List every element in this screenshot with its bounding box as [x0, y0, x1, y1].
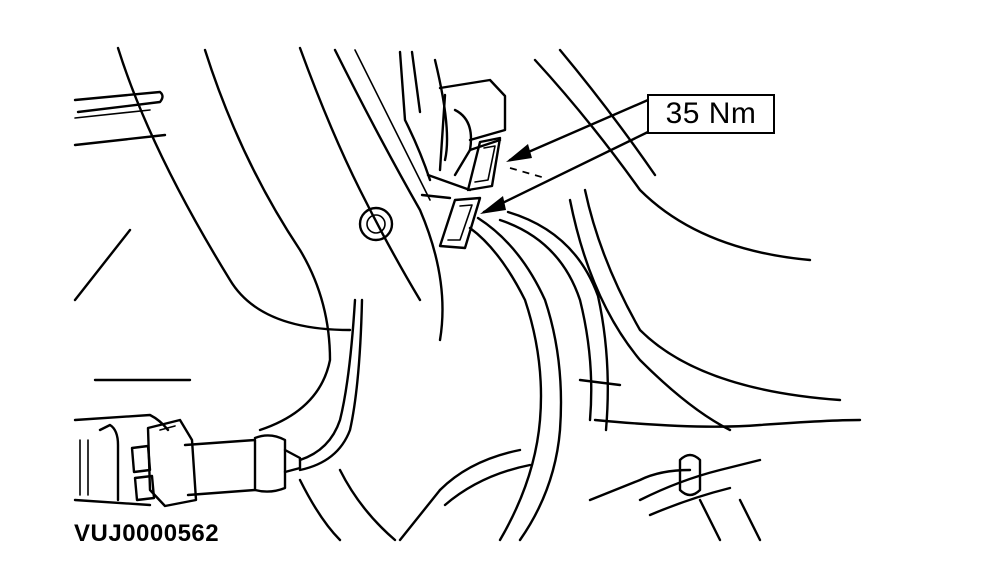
torque-arrows — [480, 98, 650, 214]
mounting-bolt — [358, 206, 394, 242]
upper-left-housing — [73, 90, 192, 382]
torque-callout: 35 Nm — [647, 94, 775, 134]
brake-pipes — [468, 210, 609, 542]
upper-arrowhead — [506, 144, 532, 162]
upper-union-nut — [466, 136, 502, 192]
torque-label: 35 Nm — [665, 97, 757, 130]
pipe-bracket — [420, 78, 507, 200]
lower-assembly — [298, 448, 762, 542]
sensor-cable — [73, 298, 364, 507]
lower-arrowhead — [480, 196, 506, 214]
lower-pipe-clip — [588, 453, 762, 517]
lower-union-nut — [438, 196, 482, 250]
right-body-outline — [533, 48, 862, 432]
figure-code: VUJ0000562 — [74, 520, 220, 547]
body-panel-outline — [116, 46, 449, 432]
connector-plug — [130, 418, 198, 508]
